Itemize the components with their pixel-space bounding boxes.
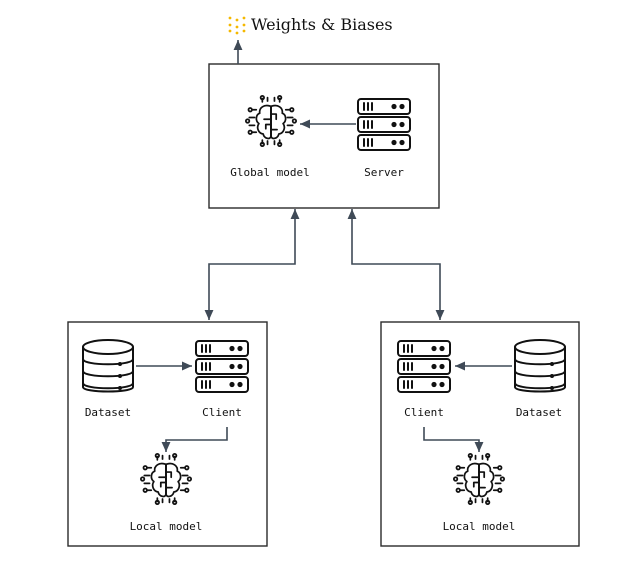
client-to-local-arrow-right (423, 427, 484, 452)
client-label-right: Client (404, 406, 444, 419)
right-client-server-connector (347, 209, 445, 320)
left-client-server-connector (204, 209, 300, 320)
dataset-label-right: Dataset (516, 406, 562, 419)
dataset-label-left: Dataset (85, 406, 131, 419)
client-label-left: Client (202, 406, 242, 419)
server-label: Server (364, 166, 404, 179)
wandb-logo-icon (228, 16, 246, 35)
local-model-label-left: Local model (130, 520, 203, 533)
brand: Weights & Biases (228, 15, 393, 35)
local-model-label-right: Local model (443, 520, 516, 533)
client-to-local-arrow-left (161, 427, 228, 452)
brand-name: Weights & Biases (251, 15, 393, 34)
global-model-label: Global model (230, 166, 309, 179)
